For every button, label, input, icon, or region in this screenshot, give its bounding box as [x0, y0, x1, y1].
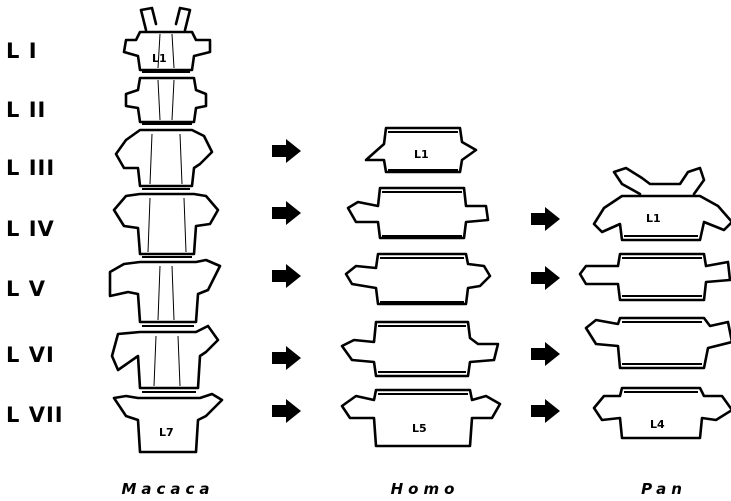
macaca-label-last: L7	[159, 426, 174, 439]
caption-macaca: Macaca	[121, 480, 214, 498]
arrow-icon	[272, 399, 301, 423]
caption-homo: Homo	[391, 480, 460, 498]
homo-vertebra-4	[342, 322, 498, 376]
level-label-1: L I	[6, 39, 38, 63]
homo-column: L1 L5	[342, 128, 500, 446]
macaca-vertebra-2	[126, 78, 206, 124]
arrow-icon	[272, 201, 301, 225]
macaca-vertebra-7: L7	[114, 394, 222, 452]
pan-label-last: L4	[650, 418, 665, 431]
arrow-icon	[531, 266, 560, 290]
macaca-vertebra-1: L1	[124, 8, 210, 72]
homo-label-last: L5	[412, 422, 427, 435]
caption-pan: Pan	[641, 480, 687, 498]
level-label-4: L IV	[6, 217, 55, 241]
pan-vertebra-1: L1	[594, 168, 731, 240]
level-label-7: L VII	[6, 403, 64, 427]
homo-vertebra-5: L5	[342, 390, 500, 446]
level-label-3: L III	[6, 156, 55, 180]
macaca-vertebra-4	[114, 194, 218, 257]
arrow-icon	[531, 399, 560, 423]
level-label-5: L V	[6, 277, 46, 301]
pan-vertebra-2	[580, 254, 730, 300]
arrow-icon	[272, 346, 301, 370]
arrow-icon	[272, 264, 301, 288]
macaca-vertebra-5	[110, 260, 220, 326]
arrow-icon	[531, 207, 560, 231]
homo-label-first: L1	[414, 148, 429, 161]
pan-column: L1 L4	[580, 168, 731, 438]
homo-vertebra-2	[348, 188, 488, 238]
pan-label-first: L1	[646, 212, 661, 225]
arrow-icon	[531, 342, 560, 366]
pan-vertebra-4: L4	[594, 388, 731, 438]
homo-vertebra-1: L1	[366, 128, 476, 172]
level-label-2: L II	[6, 98, 46, 122]
macaca-vertebra-3	[116, 130, 212, 189]
level-labels: L I L II L III L IV L V L VI L VII	[6, 39, 64, 427]
macaca-vertebra-6	[112, 326, 218, 392]
pan-vertebra-3	[586, 318, 731, 368]
macaca-label-first: L1	[152, 52, 167, 65]
macaca-column: L1	[110, 8, 222, 452]
level-label-6: L VI	[6, 343, 55, 367]
arrow-icon	[272, 139, 301, 163]
homo-vertebra-3	[346, 254, 490, 304]
